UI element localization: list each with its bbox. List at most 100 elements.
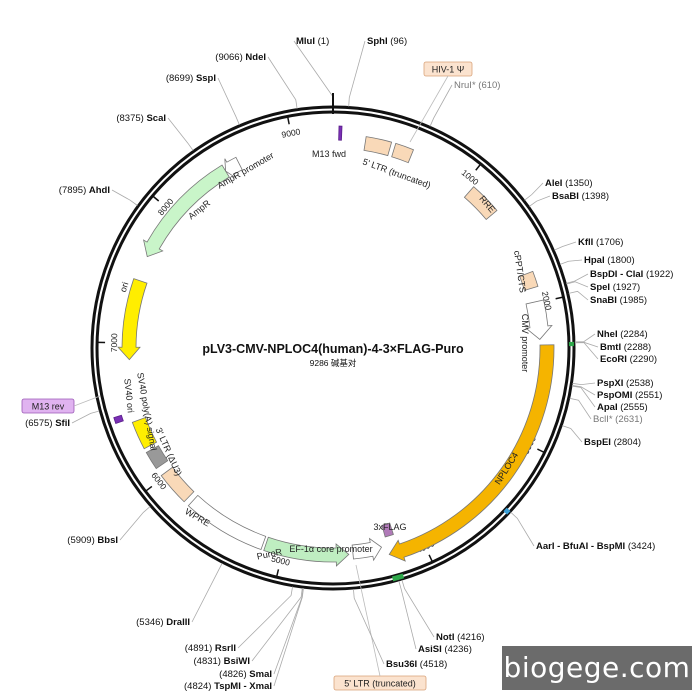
tick-label-7000: 7000 — [109, 333, 119, 352]
site-label-asisi: AsiSI (4236) — [418, 644, 472, 655]
site-line-rsrii — [237, 586, 293, 649]
site-line-pspomi — [572, 385, 596, 396]
site-label-bspei: BspEI (2804) — [584, 437, 641, 448]
site-line-ecori — [574, 342, 599, 360]
site-line-pspxi — [572, 382, 596, 386]
site-label-bsiwi: (4831) BsiWI — [194, 656, 251, 667]
site-label-bsabi: BsaBI (1398) — [552, 191, 609, 202]
site-label-bcli: BclI* (2631) — [593, 414, 643, 425]
feature-ampr — [143, 164, 230, 258]
site-label-nrui: NruI* (610) — [454, 80, 500, 91]
site-line-bbsi — [119, 506, 151, 541]
feature-ampr-promoter — [224, 156, 243, 179]
site-line-bspdi-clai — [566, 273, 589, 284]
feature-3-ltr-u3 — [160, 466, 195, 503]
feature-puror — [263, 536, 350, 567]
feature-m13-fwd — [338, 125, 343, 141]
site-line-bcli — [569, 397, 592, 420]
site-line-nrui — [429, 84, 453, 127]
site-label-spei: SpeI (1927) — [590, 282, 640, 293]
svg-text:5' LTR (truncated): 5' LTR (truncated) — [344, 679, 416, 689]
leader-5ltr — [355, 564, 381, 677]
site-label-smai: (4826) SmaI — [219, 669, 272, 680]
feature-sv40-ori — [131, 416, 158, 450]
site-label-ahdi: (7895) AhdI — [59, 185, 110, 196]
feature-3xflag — [381, 522, 394, 538]
site-line-smai — [273, 588, 304, 675]
site-label-ecori: EcoRI (2290) — [600, 354, 657, 365]
svg-text:HIV-1 Ψ: HIV-1 Ψ — [432, 65, 465, 75]
site-label-snabi: SnaBI (1985) — [590, 295, 647, 306]
site-label-nhei: NheI (2284) — [597, 329, 648, 340]
feature-cppt-cts — [519, 270, 539, 291]
svg-text:M13 rev: M13 rev — [32, 402, 65, 412]
tick-1000 — [475, 164, 481, 171]
site-label-pspomi: PspOMI (2551) — [597, 390, 662, 401]
feature-m13-rev — [113, 414, 124, 425]
feature-label-m13-fwd: M13 fwd — [312, 149, 346, 159]
site-line-hpai — [559, 259, 583, 265]
site-label-draiii: (5346) DraIII — [136, 617, 190, 628]
tick-2000 — [555, 296, 563, 300]
feature-label-cmv-promoter: CMV promoter — [520, 314, 530, 373]
site-label-tspmi-xmai: (4824) TspMI - XmaI — [184, 681, 272, 692]
site-label-noti: NotI (4216) — [436, 632, 485, 643]
site-line-spei — [566, 281, 589, 288]
site-label-bmti: BmtI (2288) — [600, 342, 651, 353]
feature-wpre — [187, 494, 267, 551]
site-label-aari-bfuai-bspmi: AarI - BfuAI - BspMI (3424) — [536, 541, 655, 552]
site-label-sspi: (8699) SspI — [166, 73, 216, 84]
feature-rre — [463, 186, 498, 221]
restriction-sites: MluI (1)SphI (96)NruI* (610)AleI (1350)B… — [25, 36, 673, 692]
site-label-sfii: (6575) SfiI — [25, 418, 70, 429]
tick-3000 — [537, 448, 544, 453]
site-line-bspei — [562, 425, 583, 443]
site-line-ahdi — [111, 189, 138, 206]
site-label-bsu36i: Bsu36I (4518) — [386, 659, 447, 670]
site-line-bsu36i — [353, 589, 385, 665]
feature-label-sv40-ori: SV40 ori — [122, 378, 136, 413]
tick-4000 — [428, 554, 433, 562]
site-label-ndei: (9066) NdeI — [215, 52, 266, 63]
site-line-sfii — [71, 410, 100, 424]
site-label-mlui: MluI (1) — [296, 36, 329, 47]
site-line-bsabi — [529, 195, 551, 207]
feature-label-3xflag: 3xFLAG — [373, 522, 406, 532]
site-label-apai: ApaI (2555) — [597, 402, 648, 413]
site-line-kfli — [554, 241, 577, 251]
site-label-scai: (8375) ScaI — [116, 113, 166, 124]
feature-5-ltr-truncated — [363, 136, 393, 157]
site-line-aari-bfuai-bspmi — [510, 511, 535, 547]
feature-label-5-ltr-truncated: 5' LTR (truncated) — [361, 156, 432, 190]
feature-label-cppt-cts: cPPT/CTS — [512, 250, 528, 293]
site-line-ndei — [267, 56, 298, 109]
plasmid-name: pLV3-CMV-NPLOC4(human)-4-3×FLAG-Puro — [202, 342, 464, 356]
feature-label-m13-rev: M13 rev — [21, 398, 75, 414]
tick-5000 — [276, 569, 280, 577]
mark-aari — [503, 507, 511, 515]
feature-label-hiv-1-psi: HIV-1 Ψ — [423, 61, 473, 77]
feature-label-ef-1-core-promoter: EF-1α core promoter — [289, 544, 372, 554]
site-line-sphi — [348, 40, 366, 107]
site-line-bsiwi — [251, 587, 303, 662]
tick-6000 — [145, 485, 153, 492]
site-line-noti — [401, 579, 435, 638]
mark-noti — [391, 573, 405, 582]
feature-ori — [117, 278, 148, 361]
leader-hiv1 — [409, 75, 449, 143]
tick-9000 — [287, 117, 290, 125]
site-line-nhei — [574, 333, 596, 343]
site-line-scai — [167, 117, 194, 151]
site-label-rsrii: (4891) RsrII — [185, 643, 236, 654]
site-line-mlui — [293, 40, 334, 107]
feature-label-5-ltr-truncated-outer: 5' LTR (truncated) — [333, 675, 427, 691]
watermark: biogege.com — [502, 646, 692, 690]
site-label-bspdi-clai: BspDI - ClaI (1922) — [590, 269, 673, 280]
site-line-apai — [571, 385, 596, 408]
feature-ef-1-core-promoter — [351, 537, 383, 562]
site-label-pspxi: PspXI (2538) — [597, 378, 654, 389]
site-label-hpai: HpaI (1800) — [584, 255, 635, 266]
site-label-kfli: KflI (1706) — [578, 237, 623, 248]
tick-label-9000: 9000 — [281, 126, 302, 140]
